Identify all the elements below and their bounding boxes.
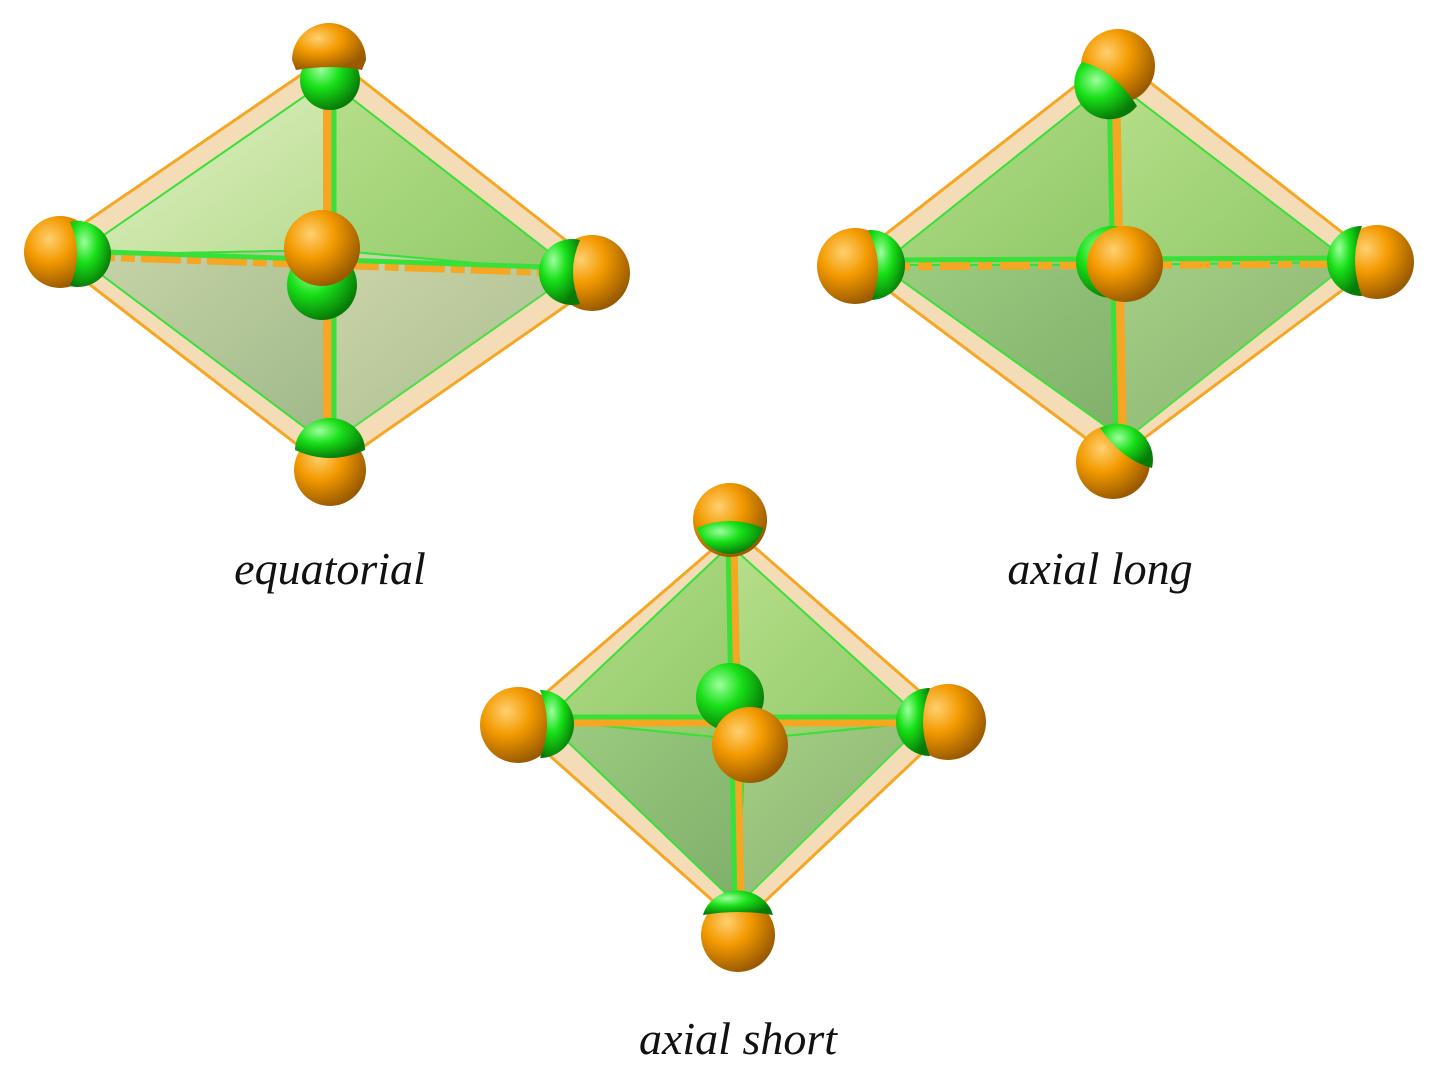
face-bottom-left [876, 264, 1127, 443]
face-bottom-right [326, 248, 578, 447]
bond-horizontal [879, 256, 1351, 271]
atom-bottom-orange [701, 898, 775, 972]
atom-center-orange [1087, 226, 1163, 302]
axial-short-octahedron [480, 483, 986, 972]
atom-bottom-green [295, 418, 365, 458]
face-top-left [877, 77, 1117, 266]
atom-left-green [540, 690, 574, 758]
atom-left-orange [480, 687, 556, 763]
atom-top-orange [292, 23, 366, 70]
atom-left-green [70, 221, 112, 287]
caption-equatorial: equatorial [234, 543, 426, 594]
atom-right-green [538, 239, 580, 305]
atom-right-orange [910, 684, 986, 760]
atom-top-green [697, 521, 763, 554]
caption-axial-long: axial long [1007, 543, 1193, 594]
axial-long-octahedron [817, 29, 1414, 499]
atom-center-orange [712, 707, 788, 783]
atom-bottom-green [703, 890, 773, 915]
atom-center-orange [284, 210, 360, 286]
atom-bottom-green [1100, 423, 1153, 468]
atom-left-orange [817, 228, 893, 304]
equatorial-octahedron [24, 23, 630, 506]
atom-right-green [1327, 226, 1362, 296]
atom-left-green [868, 229, 906, 300]
caption-axial-short: axial short [638, 1013, 838, 1064]
face-top-right [326, 77, 579, 274]
atom-right-green [896, 688, 930, 756]
atom-top-green [1074, 62, 1137, 120]
atom-right-orange [1340, 225, 1414, 299]
